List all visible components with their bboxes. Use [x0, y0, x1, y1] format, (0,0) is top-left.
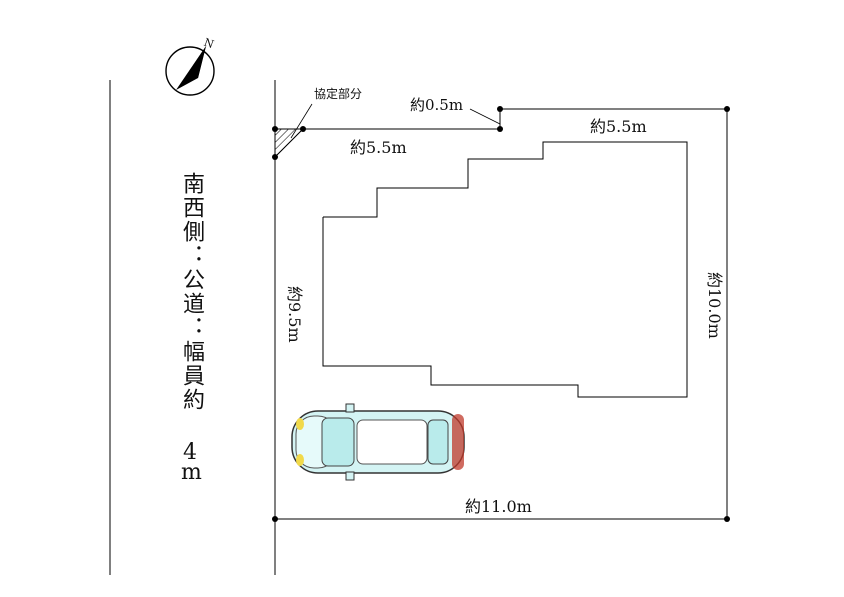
compass-icon	[165, 46, 215, 96]
agreement-area-hatch	[274, 128, 305, 159]
road-width-value: 4	[183, 440, 197, 465]
building-outline	[322, 141, 688, 398]
dimension-left: 約9.5m	[285, 286, 304, 343]
road-label-text: 南西側：公道：幅員約	[179, 172, 204, 412]
agreement-area-label: 協定部分	[314, 87, 363, 101]
top-offset-leader	[469, 108, 501, 125]
car-mirror	[345, 471, 355, 481]
car-windshield	[321, 417, 355, 467]
boundary-point	[272, 516, 278, 522]
car-icon	[291, 403, 465, 481]
dimension-right: 約10.0m	[705, 272, 724, 339]
car-roof	[356, 419, 428, 465]
dimension-top-offset: 約0.5m	[410, 96, 464, 114]
road-label: 南西側：公道：幅員約	[176, 172, 206, 412]
boundary-points	[272, 106, 730, 522]
agreement-area-leader	[290, 103, 313, 139]
compass-needle	[176, 46, 206, 90]
car-rear-accent	[452, 414, 464, 470]
compass-needle-tail	[190, 46, 206, 78]
boundary-point	[497, 126, 503, 132]
compass-circle	[165, 46, 215, 96]
boundary-point	[724, 106, 730, 112]
road-width-unit: m	[181, 460, 202, 485]
boundary-point	[724, 516, 730, 522]
car-headlight	[296, 418, 304, 430]
car-headlight	[296, 454, 304, 466]
car-rear-window	[427, 419, 449, 465]
boundary-point	[497, 106, 503, 112]
car-mirror	[345, 403, 355, 413]
dimension-bottom: 約11.0m	[465, 497, 532, 516]
dimension-top-left: 約5.5m	[350, 138, 407, 157]
dimension-top-right: 約5.5m	[590, 117, 647, 136]
